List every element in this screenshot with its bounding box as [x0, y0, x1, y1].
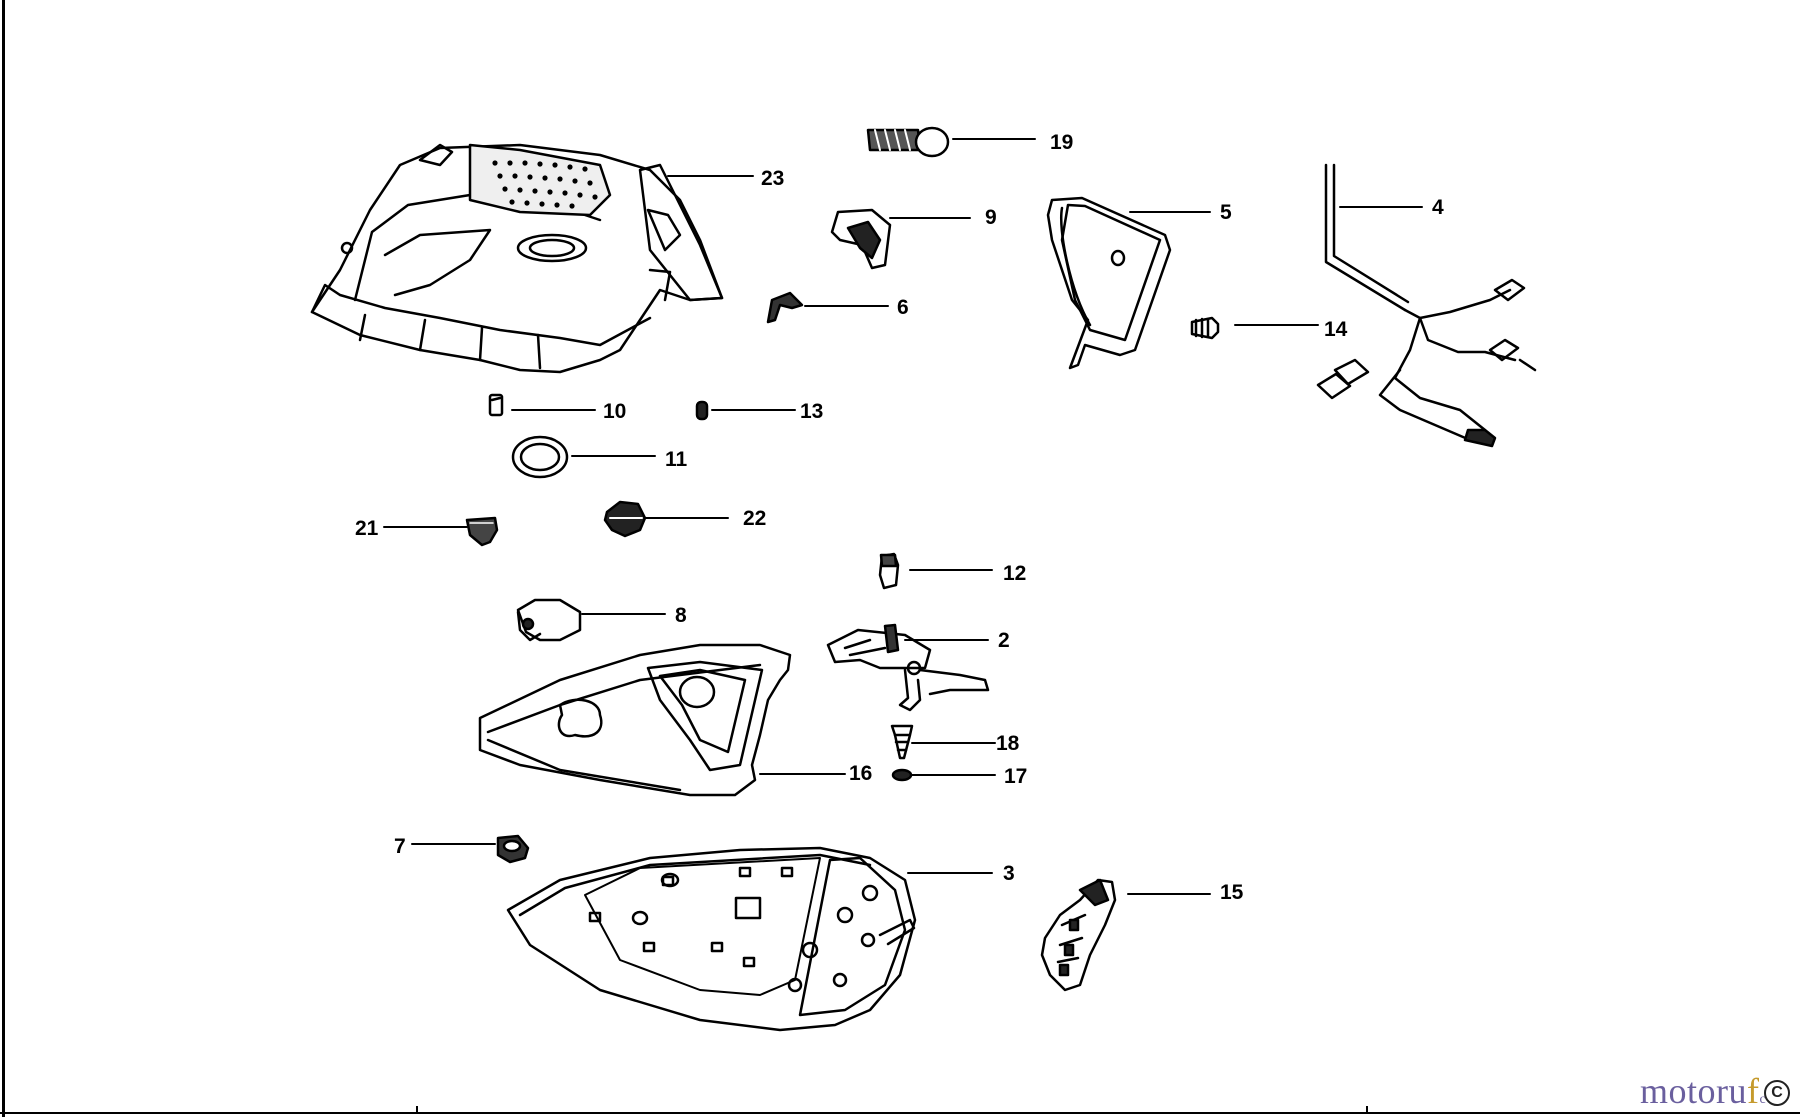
part-21-knob — [465, 516, 499, 547]
part-label-5: 5 — [1220, 201, 1232, 224]
part-label-3: 3 — [1003, 862, 1015, 885]
part-8-clamp — [516, 598, 582, 642]
part-2-thermostat — [826, 623, 990, 712]
part-16-inner-cover — [478, 643, 792, 797]
frame-tick — [1366, 1106, 1368, 1114]
part-label-22: 22 — [743, 507, 767, 530]
frame-border-left — [2, 0, 5, 1117]
leader-lines — [383, 138, 1423, 895]
part-6-clip — [766, 291, 804, 324]
part-17-washer — [891, 768, 913, 782]
part-13-plug — [695, 400, 709, 421]
part-label-12: 12 — [1003, 562, 1027, 585]
part-label-8: 8 — [675, 604, 687, 627]
part-19-spring — [866, 126, 950, 158]
part-label-13: 13 — [800, 400, 824, 423]
part-label-11: 11 — [665, 448, 688, 471]
part-22-dial — [603, 500, 647, 538]
part-label-4: 4 — [1432, 196, 1444, 219]
part-label-7: 7 — [394, 835, 406, 858]
frame-tick — [416, 1106, 418, 1114]
part-23-grip-dots — [492, 160, 598, 209]
part-label-10: 10 — [603, 400, 627, 423]
part-18-screw — [890, 724, 914, 760]
part-4-power-cord — [1316, 163, 1537, 448]
part-label-2: 2 — [998, 629, 1010, 652]
part-label-23: 23 — [761, 167, 785, 190]
frame-border-bottom — [0, 1112, 1800, 1114]
part-label-15: 15 — [1220, 881, 1244, 904]
part-label-17: 17 — [1004, 765, 1028, 788]
part-11-seal-ring — [511, 435, 569, 479]
part-15-terminal-block — [1040, 878, 1117, 992]
part-14-screw — [1190, 316, 1220, 340]
part-label-14: 14 — [1324, 318, 1348, 341]
part-label-19: 19 — [1050, 131, 1074, 154]
part-5-rear-cover — [1046, 196, 1172, 370]
part-3-soleplate — [506, 846, 917, 1032]
part-label-9: 9 — [985, 206, 997, 229]
part-10-insert — [488, 393, 504, 417]
part-7-grommet — [496, 834, 530, 864]
watermark-logo: motorufc — [1640, 1071, 1767, 1111]
part-23-housing — [310, 143, 724, 374]
part-label-6: 6 — [897, 296, 909, 319]
part-label-16: 16 — [849, 762, 873, 785]
part-12-capsule — [878, 552, 900, 590]
part-9-button — [830, 208, 892, 270]
part-label-18: 18 — [996, 732, 1020, 755]
part-label-21: 21 — [355, 517, 379, 540]
copyright-icon: C — [1764, 1080, 1790, 1106]
